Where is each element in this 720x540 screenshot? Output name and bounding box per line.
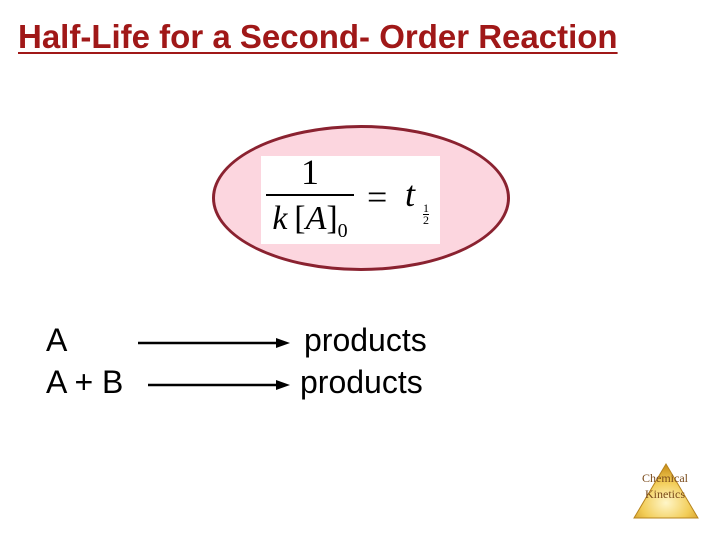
bracket-close: ] xyxy=(326,200,338,237)
equals-sign: = xyxy=(367,177,388,217)
slide-title: Half-Life for a Second- Order Reaction xyxy=(18,18,618,55)
fraction-bar xyxy=(266,194,354,196)
rate-constant-k: k xyxy=(272,200,288,237)
bracket-open: [ xyxy=(294,200,306,237)
logo-text: Chemical Kinetics xyxy=(632,470,698,502)
half-numerator: 1 xyxy=(423,201,429,215)
reaction-2-reactant: A + B xyxy=(46,364,124,400)
half-subscript: 1 2 xyxy=(423,201,429,227)
half-life-fraction: 1 k [A]0 xyxy=(264,150,356,254)
half-bar xyxy=(423,214,429,215)
reaction-2-arrow xyxy=(148,380,290,390)
half-denominator: 2 xyxy=(423,213,429,227)
initial-subscript: 0 xyxy=(337,219,348,242)
reaction-2-product: products xyxy=(300,364,423,400)
arrow-head xyxy=(276,380,290,390)
reaction-1-reactant: A xyxy=(46,322,68,358)
time-variable: t xyxy=(405,174,416,214)
equation-box xyxy=(261,156,440,244)
fraction-denominator: k [A]0 xyxy=(264,196,356,254)
arrow-head xyxy=(276,338,290,348)
reaction-1-product: products xyxy=(304,322,427,358)
chemical-kinetics-logo-icon xyxy=(633,463,699,519)
species-a: A xyxy=(305,200,327,237)
fraction-numerator: 1 xyxy=(301,152,319,192)
logo-line-1: Chemical xyxy=(642,471,688,485)
reaction-1-arrow xyxy=(138,338,290,348)
logo-line-2: Kinetics xyxy=(645,487,685,501)
